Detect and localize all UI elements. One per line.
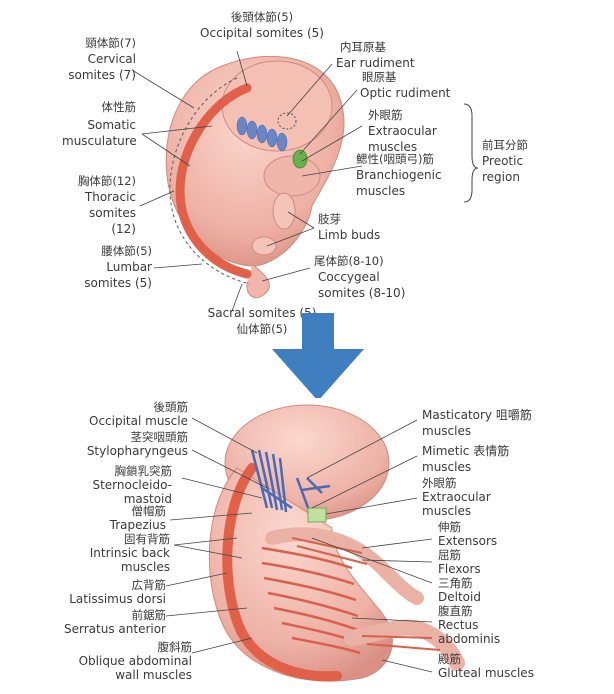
label-extraocular-jp: 外眼筋: [368, 108, 403, 122]
label-mimetic-en1: Mimetic 表情筋: [422, 444, 510, 458]
label-thoracic-en1: Thoracic: [84, 190, 136, 204]
back-muscle-band: [222, 463, 342, 682]
label-extraocular-b-jp: 外眼筋: [422, 476, 457, 490]
label-thoracic-en2: somites: [89, 206, 136, 220]
label-extensors-en: Extensors: [438, 534, 498, 548]
label-oblique-jp: 腹斜筋: [157, 640, 193, 654]
bottom-panel: 後頭筋 Occipital muscle 茎突咽頭筋 Stylopharynge…: [62, 398, 552, 692]
label-thoracic-en3: (12): [111, 222, 136, 236]
label-limb-en: Limb buds: [318, 228, 381, 242]
upper-limb-bud: [272, 192, 296, 230]
label-gluteal-en: Gluteal muscles: [438, 666, 534, 680]
label-sterno-jp: 胸鎖乳突筋: [114, 464, 173, 478]
ear-rudiment: [277, 112, 297, 130]
label-occipital-somites-en: Occipital somites (5): [200, 26, 324, 40]
eye-muscle-box: [307, 507, 327, 523]
top-panel: 後頭体節(5) Occipital somites (5) 頸体節(7) Cer…: [62, 6, 552, 336]
label-mimetic-en2: muscles: [422, 460, 472, 474]
label-rectus-jp: 腹直筋: [438, 604, 473, 618]
leg-muscles: [361, 635, 441, 651]
label-flexors-jp: 屈筋: [438, 548, 461, 562]
label-cervical-en2: somites (7): [68, 68, 136, 82]
label-occipital-muscle-en: Occipital muscle: [89, 414, 188, 428]
label-stylo-en: Stylopharyngeus: [86, 444, 188, 458]
bottom-leader-lines: [165, 417, 433, 673]
top-leader-lines: [131, 50, 363, 312]
label-extraocular-en2: muscles: [368, 140, 418, 154]
label-coccygeal-en2: somites (8-10): [318, 286, 406, 300]
label-intrinsic-en2: muscles: [120, 560, 170, 574]
label-ear-jp: 内耳原基: [340, 40, 386, 54]
label-ear-en: Ear rudiment: [336, 56, 415, 70]
label-oblique-en1: Oblique abdominal: [78, 654, 192, 668]
label-occipital-muscle-jp: 後頭筋: [153, 400, 189, 414]
label-deltoid-jp: 三角筋: [438, 576, 473, 590]
label-rectus-en1: Rectus: [438, 618, 479, 632]
label-sterno-en1: Sternocleido-: [92, 478, 172, 492]
label-lumbar-en1: Lumbar: [106, 260, 152, 274]
label-lumbar-en2: somites (5): [84, 276, 152, 290]
label-occipital-somites-jp: 後頭体節(5): [230, 10, 294, 24]
label-somatic-en2: musculature: [62, 134, 137, 148]
top-embryo-illustration: [131, 50, 479, 312]
label-lumbar-jp: 腰体節(5): [101, 244, 152, 258]
label-intrinsic-en1: Intrinsic back: [89, 546, 170, 560]
label-extraocular-b-en2: muscles: [422, 504, 472, 518]
preotic-bracket: [463, 103, 479, 203]
label-somatic-en1: Somatic: [87, 118, 136, 132]
label-intrinsic-jp: 固有背筋: [124, 532, 170, 546]
label-extraocular-b-en1: Extraocular: [422, 490, 491, 504]
label-trapezius-en: Trapezius: [109, 518, 166, 532]
label-limb-jp: 肢芽: [318, 212, 341, 226]
label-deltoid-en: Deltoid: [438, 590, 481, 604]
label-cervical-en1: Cervical: [87, 52, 136, 66]
optic-rudiment: [292, 149, 308, 169]
label-oblique-en2: wall muscles: [115, 668, 192, 682]
label-sacral-en: Sacral somites (5): [207, 306, 317, 320]
bottom-embryo-illustration: [165, 404, 465, 682]
label-latissimus-en: Latissimus dorsi: [69, 592, 166, 606]
label-gluteal-jp: 殿筋: [438, 652, 461, 666]
label-serratus-jp: 前鋸筋: [131, 608, 167, 622]
label-flexors-en: Flexors: [438, 562, 481, 576]
somite-column: [175, 83, 252, 279]
label-optic-jp: 眼原基: [362, 70, 397, 84]
label-optic-en: Optic rudiment: [360, 86, 451, 100]
arm-muscles: [291, 537, 368, 565]
fetal-body: [208, 467, 393, 682]
label-masticatory-en1: Masticatory 咀嚼筋: [422, 408, 532, 422]
label-extraocular-en1: Extraocular: [368, 124, 437, 138]
label-extensors-jp: 伸筋: [438, 520, 461, 534]
label-trapezius-jp: 僧帽筋: [131, 504, 167, 518]
head-neck-muscles: [250, 449, 331, 514]
label-serratus-en: Serratus anterior: [64, 622, 166, 636]
label-somatic-jp: 体性筋: [101, 100, 137, 114]
upper-limb: [265, 527, 424, 605]
lower-limb: [344, 619, 465, 671]
label-branchio-jp: 鰓性(咽頭弓)筋: [356, 152, 434, 166]
down-arrow-icon: [272, 313, 364, 401]
label-stylo-jp: 茎突咽頭筋: [130, 430, 189, 444]
label-preotic-en2: region: [482, 170, 520, 184]
lower-limb-bud: [251, 236, 277, 256]
label-coccygeal-jp: 尾体節(8-10): [314, 254, 384, 268]
embryo-tail: [246, 263, 270, 299]
label-preotic-en1: Preotic: [482, 154, 524, 168]
branchial-arch: [263, 155, 321, 197]
label-sterno-en2: mastoid: [123, 492, 172, 506]
label-thoracic-jp: 胸体節(12): [77, 174, 136, 188]
label-latissimus-jp: 広背筋: [131, 578, 167, 592]
label-branchio-en1: Branchiogenic: [356, 168, 442, 182]
occipital-somites: [236, 116, 288, 152]
label-sacral-jp: 仙体節(5): [236, 322, 288, 336]
label-cervical-jp: 頸体節(7): [85, 36, 136, 50]
label-masticatory-en2: muscles: [422, 424, 472, 438]
label-rectus-en2: abdominis: [438, 632, 501, 646]
label-coccygeal-en1: Coccygeal: [318, 270, 380, 284]
label-preotic-jp: 前耳分節: [482, 138, 528, 152]
label-branchio-en2: muscles: [356, 184, 406, 198]
